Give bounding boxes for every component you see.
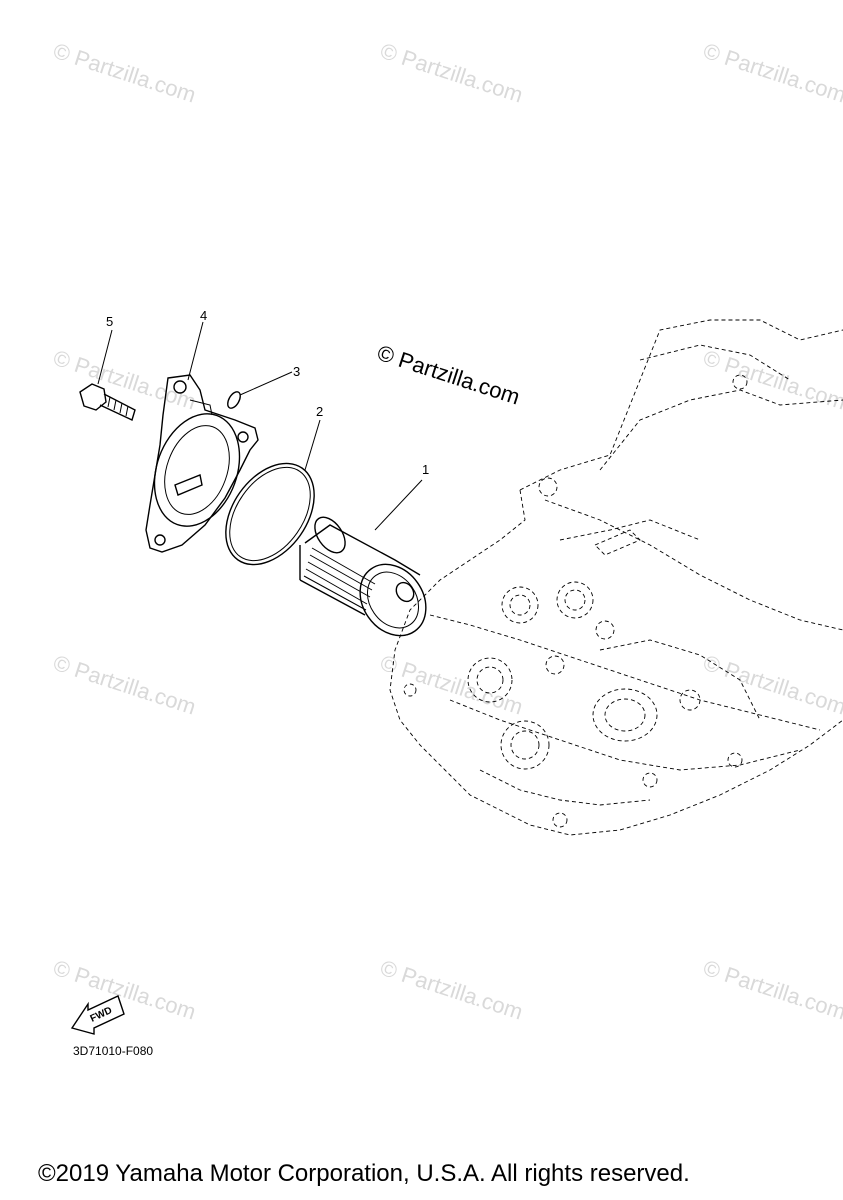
o-ring-small [227,391,241,409]
crankcase-outline [389,319,843,836]
callout-1: 1 [422,462,430,477]
o-ring-large [225,462,315,566]
oil-filter-cover [145,374,259,553]
diagram-code: 3D71010-F080 [73,1044,154,1058]
callout-5: 5 [106,314,114,329]
leader-lines [97,321,423,531]
callout-4: 4 [200,308,208,323]
copyright-notice: ©2019 Yamaha Motor Corporation, U.S.A. A… [38,1160,690,1187]
oil-filter-element [299,516,427,637]
bolt [79,383,136,421]
callout-2: 2 [316,404,324,419]
fwd-arrow-icon: FWD [70,995,125,1035]
callout-3: 3 [293,364,301,379]
